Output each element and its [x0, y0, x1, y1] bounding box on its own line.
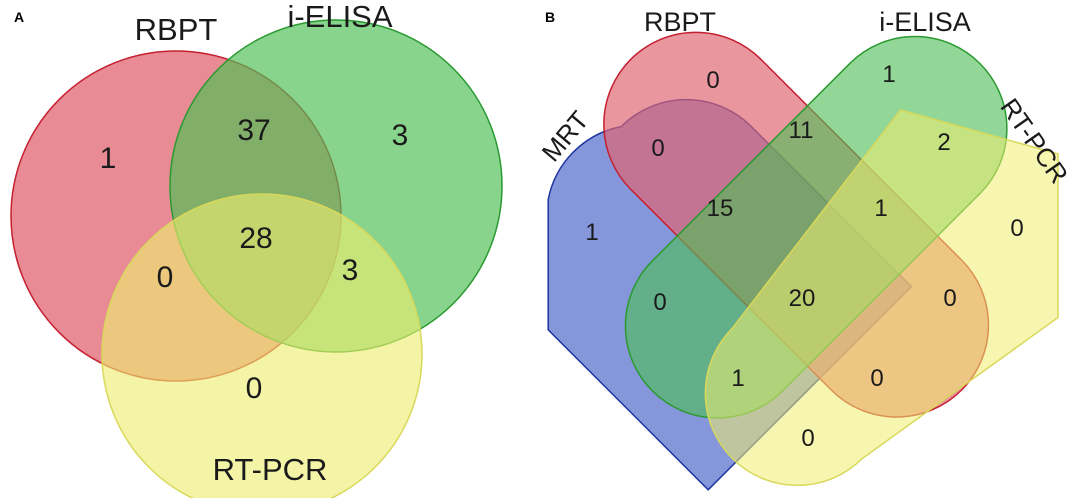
- rtpcr-circle: [101, 193, 423, 498]
- count-ielisa-rtpcr: 3: [342, 254, 359, 287]
- count-mrt-only: 1: [585, 219, 598, 246]
- ielisa-label: i-ELISA: [879, 7, 971, 37]
- venn-diagram-b: B RBPT i-ELISA MRT RT-PCR 0 1 1 0 0 11 2…: [536, 7, 1074, 491]
- count-mrt-rbpt: 0: [651, 135, 664, 162]
- count-rbpt-ielisa-rtpcr: 1: [874, 195, 887, 222]
- count-mrt-ielisa: 0: [653, 289, 666, 316]
- rtpcr-label: RT-PCR: [213, 452, 328, 487]
- count-rbpt-only: 1: [100, 142, 117, 175]
- count-rbpt-only: 0: [706, 67, 719, 94]
- count-all-three: 28: [239, 222, 272, 255]
- panel-letter-b: B: [545, 9, 555, 25]
- count-mrt-ielisa-rtpcr: 1: [731, 365, 744, 392]
- count-rbpt-rtpcr: 0: [943, 285, 956, 312]
- rtpcr-shape: [704, 109, 1059, 487]
- panel-letter-a: A: [14, 9, 24, 25]
- count-ielisa-only: 1: [882, 61, 895, 88]
- count-ielisa-rtpcr: 2: [937, 129, 950, 156]
- count-rtpcr-only: 0: [246, 372, 263, 405]
- rbpt-label: RBPT: [644, 7, 716, 37]
- rbpt-label: RBPT: [135, 12, 218, 47]
- count-ielisa-only: 3: [392, 119, 409, 152]
- venn-diagram-a: A RBPT i-ELISA RT-PCR 1 3 0 37 0 3 28: [10, 0, 503, 498]
- count-all-four: 20: [789, 285, 816, 312]
- count-mrt-rtpcr: 0: [801, 425, 814, 452]
- count-mrt-rbpt-ielisa: 15: [707, 195, 734, 222]
- count-mrt-rbpt-rtpcr: 0: [870, 365, 883, 392]
- count-rbpt-ielisa: 37: [237, 114, 270, 147]
- count-rbpt-ielisa: 11: [789, 117, 814, 144]
- ielisa-label: i-ELISA: [287, 0, 392, 34]
- count-rbpt-rtpcr: 0: [157, 261, 174, 294]
- count-rtpcr-only: 0: [1010, 215, 1023, 242]
